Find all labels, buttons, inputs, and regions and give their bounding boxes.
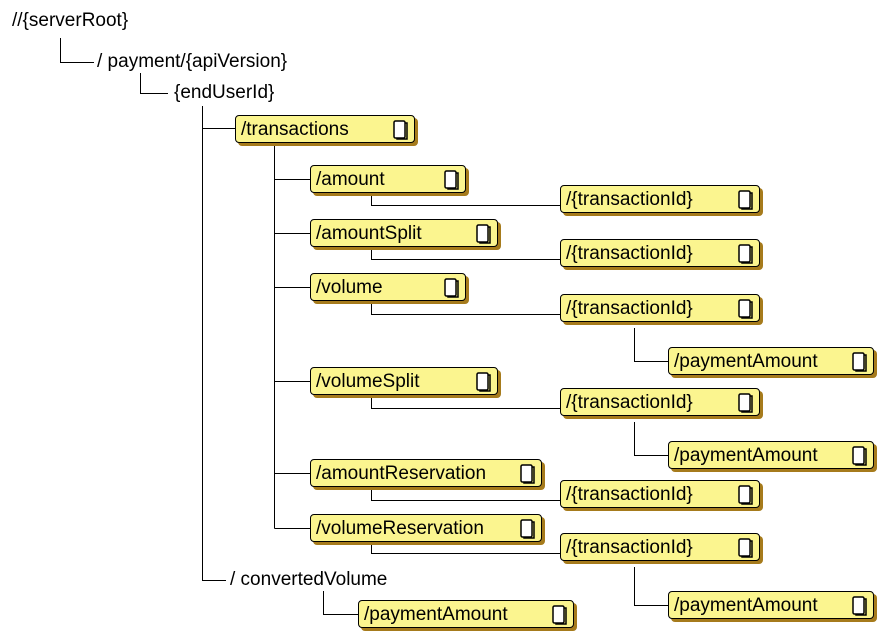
resource-label: /volumeReservation bbox=[316, 518, 484, 539]
resource-label: /{transactionId} bbox=[566, 484, 693, 505]
document-icon bbox=[738, 244, 753, 264]
transaction-id-resource[interactable]: /{transactionId} bbox=[560, 239, 760, 267]
resource-label: /paymentAmount bbox=[674, 595, 818, 616]
volume-reservation-resource[interactable]: /volumeReservation bbox=[310, 514, 542, 542]
volume-resource[interactable]: /volume bbox=[310, 273, 466, 301]
transaction-id-resource[interactable]: /{transactionId} bbox=[560, 480, 760, 508]
resource-label: /amountSplit bbox=[316, 223, 422, 244]
resource-label: /{transactionId} bbox=[566, 298, 693, 319]
resource-label: /paymentAmount bbox=[674, 445, 818, 466]
api-version-label: / payment/{apiVersion} bbox=[97, 51, 288, 73]
transaction-id-resource[interactable]: /{transactionId} bbox=[560, 185, 760, 213]
document-icon bbox=[738, 393, 753, 413]
resource-label: /volume bbox=[316, 277, 383, 298]
payment-amount-resource[interactable]: /paymentAmount bbox=[668, 591, 874, 619]
resource-label: /volumeSplit bbox=[316, 371, 420, 392]
document-icon bbox=[444, 278, 459, 298]
document-icon bbox=[520, 519, 535, 539]
document-icon bbox=[852, 596, 867, 616]
converted-volume-label: / convertedVolume bbox=[230, 569, 388, 591]
document-icon bbox=[738, 190, 753, 210]
end-user-id-label: {endUserId} bbox=[174, 82, 275, 104]
amount-resource[interactable]: /amount bbox=[310, 165, 466, 193]
converted-payment-amount-resource[interactable]: /paymentAmount bbox=[358, 600, 574, 628]
volume-split-resource[interactable]: /volumeSplit bbox=[310, 367, 498, 395]
document-icon bbox=[852, 446, 867, 466]
document-icon bbox=[852, 352, 867, 372]
transaction-id-resource[interactable]: /{transactionId} bbox=[560, 388, 760, 416]
transactions-resource[interactable]: /transactions bbox=[235, 115, 415, 143]
document-icon bbox=[738, 538, 753, 558]
document-icon bbox=[520, 464, 535, 484]
document-icon bbox=[476, 224, 491, 244]
resource-label: /{transactionId} bbox=[566, 537, 693, 558]
resource-label: /paymentAmount bbox=[364, 604, 508, 625]
resource-label: /{transactionId} bbox=[566, 243, 693, 264]
payment-amount-resource[interactable]: /paymentAmount bbox=[668, 441, 874, 469]
amount-split-resource[interactable]: /amountSplit bbox=[310, 219, 498, 247]
amount-reservation-resource[interactable]: /amountReservation bbox=[310, 459, 542, 487]
document-icon bbox=[393, 120, 408, 140]
resource-label: /{transactionId} bbox=[566, 189, 693, 210]
resource-label: /paymentAmount bbox=[674, 351, 818, 372]
document-icon bbox=[738, 299, 753, 319]
resource-label: /transactions bbox=[241, 119, 349, 140]
document-icon bbox=[738, 485, 753, 505]
transaction-id-resource[interactable]: /{transactionId} bbox=[560, 533, 760, 561]
resource-label: /amountReservation bbox=[316, 463, 487, 484]
resource-label: /{transactionId} bbox=[566, 392, 693, 413]
transaction-id-resource[interactable]: /{transactionId} bbox=[560, 294, 760, 322]
resource-label: /amount bbox=[316, 169, 385, 190]
server-root-label: //{serverRoot} bbox=[12, 10, 129, 32]
document-icon bbox=[444, 170, 459, 190]
document-icon bbox=[552, 605, 567, 625]
document-icon bbox=[476, 372, 491, 392]
payment-amount-resource[interactable]: /paymentAmount bbox=[668, 347, 874, 375]
